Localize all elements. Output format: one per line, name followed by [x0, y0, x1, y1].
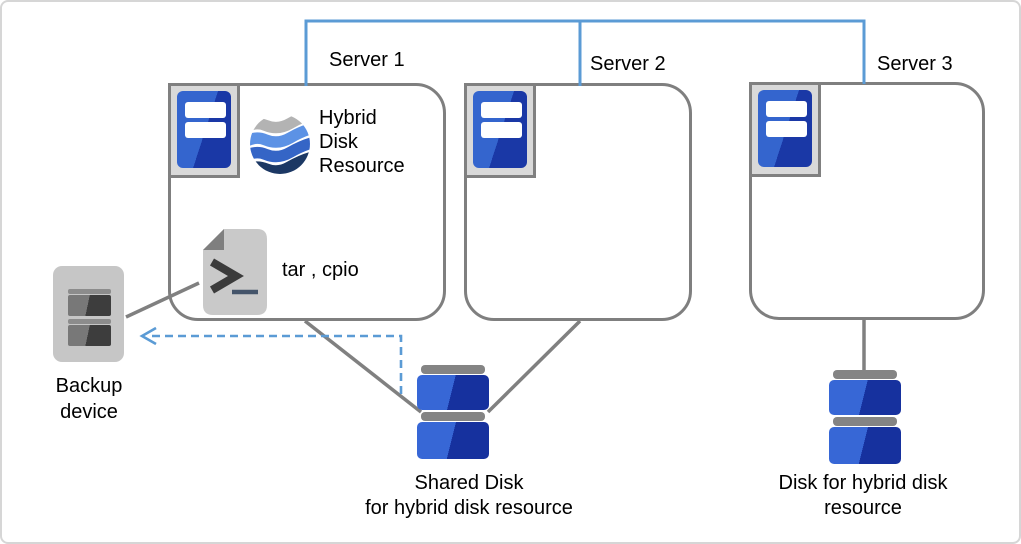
backup-device-label: Backup device	[55, 375, 123, 423]
server-tower-icon	[473, 91, 527, 168]
shared-disk-stack-icon	[417, 365, 489, 459]
drive-slot	[68, 295, 111, 316]
server-drive-bay-icon	[766, 121, 807, 137]
server-drive-bay-icon	[481, 122, 522, 138]
server1-shared-disk-line	[303, 319, 423, 414]
server-drive-bay-icon	[481, 102, 522, 118]
hybrid-disk-resource-label: Hybrid Disk Resource	[319, 107, 405, 177]
drive-slot	[68, 325, 111, 346]
server2-shared-disk-line	[486, 319, 582, 414]
hybrid-disk-label: Disk for hybrid disk resource	[778, 472, 948, 519]
server2-server-icon	[464, 83, 536, 178]
server-tower-icon	[758, 90, 812, 167]
server-tower-icon	[177, 91, 231, 168]
disk-body	[829, 427, 901, 464]
disk-cap	[833, 417, 897, 426]
disk-body	[417, 375, 489, 410]
disk-cap	[421, 365, 485, 374]
backup-tools-label: tar , cpio	[282, 259, 359, 281]
server1-server-icon	[168, 83, 240, 178]
tape-drive-icon	[53, 266, 124, 362]
server-drive-bay-icon	[185, 122, 226, 138]
disk-cap	[421, 412, 485, 421]
server-drive-bay-icon	[185, 102, 226, 118]
disk-body	[829, 380, 901, 415]
backup-flow-dashed-line	[148, 334, 403, 394]
server2-label: Server 2	[590, 53, 666, 75]
shell-script-file-icon	[203, 229, 267, 315]
wave-sphere-icon	[250, 114, 310, 174]
hybrid-disk-stack-icon	[829, 370, 901, 464]
server3-label: Server 3	[877, 53, 953, 75]
backup-flow-arrowhead	[139, 326, 157, 346]
server1-label: Server 1	[329, 49, 405, 71]
disk-body	[417, 422, 489, 459]
disk-cap	[833, 370, 897, 379]
shared-disk-label: Shared Disk for hybrid disk resource	[365, 472, 573, 519]
drive-slot-cap	[68, 319, 111, 324]
server-drive-bay-icon	[766, 101, 807, 117]
drive-slot-cap	[68, 289, 111, 294]
server3-server-icon	[749, 82, 821, 177]
